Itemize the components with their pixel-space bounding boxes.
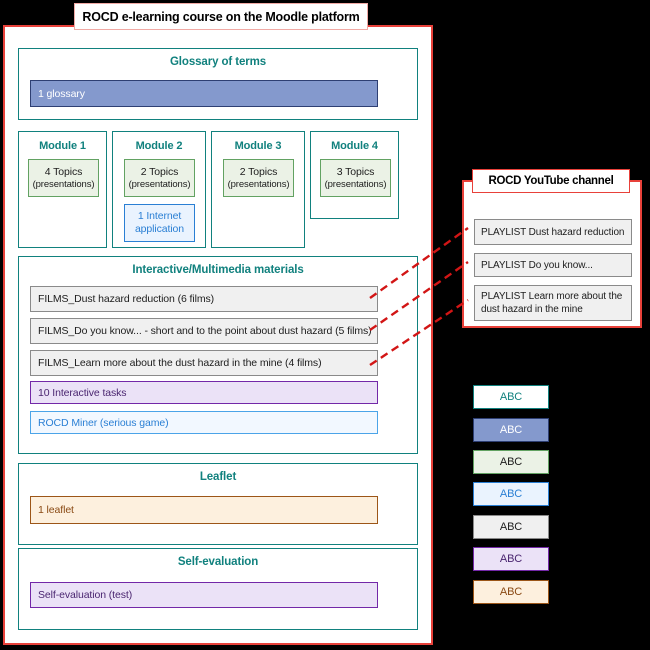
section-leaflet: Leaflet 1 leaflet	[18, 463, 418, 545]
module-3-topics[interactable]: 2 Topics (presentations)	[223, 159, 294, 197]
module-1-title: Module 1	[39, 140, 86, 152]
legend-item-glossary: ABC	[473, 418, 549, 442]
module-2-internet-application[interactable]: 1 Internet application	[124, 204, 195, 242]
section-interactive-multimedia: Interactive/Multimedia materials FILMS_D…	[18, 256, 418, 454]
module-4-topics[interactable]: 3 Topics (presentations)	[320, 159, 391, 197]
module-4-title: Module 4	[331, 140, 378, 152]
item-interactive-tasks[interactable]: 10 Interactive tasks	[30, 381, 378, 404]
item-films-do-you-know[interactable]: FILMS_Do you know... - short and to the …	[30, 318, 378, 344]
section-multimedia-title: Interactive/Multimedia materials	[132, 264, 304, 276]
module-1-topics-sub: (presentations)	[32, 178, 95, 190]
legend-item-section: ABC	[473, 385, 549, 409]
item-leaflet[interactable]: 1 leaflet	[30, 496, 378, 524]
item-self-evaluation-test[interactable]: Self-evaluation (test)	[30, 582, 378, 608]
course-panel-title: ROCD e-learning course on the Moodle pla…	[74, 3, 368, 30]
item-films-learn-more[interactable]: FILMS_Learn more about the dust hazard i…	[30, 350, 378, 376]
module-box-3: Module 3 2 Topics (presentations)	[211, 131, 305, 248]
section-leaflet-title: Leaflet	[199, 471, 237, 483]
youtube-panel: PLAYLIST Dust hazard reduction PLAYLIST …	[462, 180, 642, 328]
youtube-panel-title: ROCD YouTube channel	[472, 169, 630, 193]
module-1-topics-main: 4 Topics	[44, 165, 83, 178]
module-3-topics-main: 2 Topics	[239, 165, 278, 178]
section-glossary-title: Glossary of terms	[169, 56, 267, 68]
section-glossary: Glossary of terms 1 glossary	[18, 48, 418, 120]
module-3-topics-sub: (presentations)	[227, 178, 290, 190]
module-2-topics-main: 2 Topics	[140, 165, 179, 178]
module-4-topics-sub: (presentations)	[324, 178, 387, 190]
playlist-dust-hazard-reduction[interactable]: PLAYLIST Dust hazard reduction	[474, 219, 632, 245]
legend-item-application: ABC	[473, 482, 549, 506]
module-4-topics-main: 3 Topics	[336, 165, 375, 178]
section-self-evaluation-title: Self-evaluation	[177, 556, 259, 568]
module-2-topics[interactable]: 2 Topics (presentations)	[124, 159, 195, 197]
legend-item-films: ABC	[473, 515, 549, 539]
module-2-title: Module 2	[135, 140, 183, 152]
legend-item-presentations: ABC	[473, 450, 549, 474]
section-self-evaluation: Self-evaluation Self-evaluation (test)	[18, 548, 418, 630]
playlist-do-you-know[interactable]: PLAYLIST Do you know...	[474, 253, 632, 277]
module-2-topics-sub: (presentations)	[128, 178, 191, 190]
item-films-dust-hazard[interactable]: FILMS_Dust hazard reduction (6 films)	[30, 286, 378, 312]
item-glossary[interactable]: 1 glossary	[30, 80, 378, 107]
module-box-2: Module 2 2 Topics (presentations) 1 Inte…	[112, 131, 206, 248]
module-2-app-sub: application	[134, 223, 185, 235]
module-1-topics[interactable]: 4 Topics (presentations)	[28, 159, 99, 197]
legend-item-interactive: ABC	[473, 547, 549, 571]
module-2-app-main: 1 Internet	[137, 209, 182, 222]
module-box-4: Module 4 3 Topics (presentations)	[310, 131, 399, 219]
module-3-title: Module 3	[234, 140, 282, 152]
item-rocd-miner[interactable]: ROCD Miner (serious game)	[30, 411, 378, 434]
module-box-1: Module 1 4 Topics (presentations)	[18, 131, 107, 248]
legend-item-leaflet: ABC	[473, 580, 549, 604]
playlist-learn-more[interactable]: PLAYLIST Learn more about the dust hazar…	[474, 285, 632, 321]
